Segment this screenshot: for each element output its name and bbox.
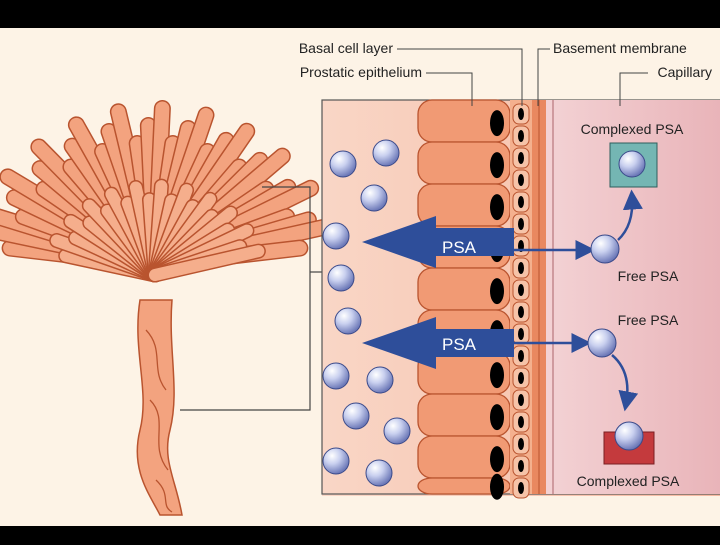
basal-cells <box>512 103 530 499</box>
basal-cell-nucleus <box>518 328 524 340</box>
basal-cell-nucleus <box>518 262 524 274</box>
psa-molecule <box>360 184 388 212</box>
label-free-psa-top: Free PSA <box>618 268 679 284</box>
cell-nucleus <box>490 110 504 137</box>
basal-cell-nucleus <box>518 372 524 384</box>
basal-cell-nucleus <box>518 174 524 186</box>
binding-arrow-top <box>617 189 643 241</box>
cell-nucleus <box>490 152 504 179</box>
epithelial-cells <box>417 99 511 500</box>
cell-nucleus <box>490 446 504 473</box>
basal-cell-nucleus <box>518 218 524 230</box>
cell-nucleus <box>490 473 504 500</box>
gland-stalk-twist <box>145 329 173 513</box>
cell-nucleus <box>490 362 504 389</box>
prostate-gland-illustration <box>0 99 339 516</box>
psa-molecule <box>322 362 350 390</box>
cell-nucleus <box>490 278 504 305</box>
leader-capillary <box>619 72 648 106</box>
psa-molecule <box>334 307 362 335</box>
label-basal-cell-layer: Basal cell layer <box>299 40 393 56</box>
leader-basal-cell-layer <box>397 48 523 106</box>
basal-cell-nucleus <box>518 438 524 450</box>
complexed-psa-bottom-molecule <box>614 421 644 451</box>
basal-cell-nucleus <box>518 394 524 406</box>
basal-cell-nucleus <box>518 350 524 362</box>
label-complexed-psa-top: Complexed PSA <box>581 121 684 137</box>
psa-molecule <box>383 417 411 445</box>
free-psa-bottom-molecule <box>587 328 617 358</box>
gland-stalk <box>136 299 183 516</box>
gland-inner-lobe <box>149 245 265 281</box>
psa-molecules-lumen <box>322 139 411 487</box>
free-psa-top-molecule <box>590 234 620 264</box>
label-basement-membrane: Basement membrane <box>553 40 687 56</box>
psa-molecule <box>322 447 350 475</box>
psa-arrow-top: PSA <box>362 216 514 268</box>
leader-prostatic-epithelium <box>426 72 473 106</box>
complexed-psa-top-molecule <box>618 150 646 178</box>
basal-cell-nucleus <box>518 306 524 318</box>
basal-cell-nucleus <box>518 152 524 164</box>
basal-cell-nucleus <box>518 196 524 208</box>
cell-nucleus <box>490 194 504 221</box>
binding-arrow-bottom <box>611 354 639 412</box>
basal-cell-nucleus <box>518 460 524 472</box>
psa-molecule <box>329 150 357 178</box>
label-capillary: Capillary <box>658 64 712 80</box>
psa-arrow-bottom-label: PSA <box>442 335 477 354</box>
label-complexed-psa-bottom: Complexed PSA <box>577 473 680 489</box>
gland-bracket <box>180 186 311 411</box>
label-prostatic-epithelium: Prostatic epithelium <box>300 64 422 80</box>
basal-cell-nucleus <box>518 416 524 428</box>
cell-nucleus <box>490 404 504 431</box>
psa-molecule <box>372 139 400 167</box>
psa-molecule <box>327 264 355 292</box>
label-free-psa-bottom: Free PSA <box>618 312 679 328</box>
psa-molecule <box>365 459 393 487</box>
psa-molecule <box>342 402 370 430</box>
basal-cell-nucleus <box>518 130 524 142</box>
basal-cell-nucleus <box>518 482 524 494</box>
basal-cell-nucleus <box>518 108 524 120</box>
leader-basement-membrane <box>537 48 550 106</box>
basal-cell-nucleus <box>518 284 524 296</box>
psa-arrow-bottom: PSA <box>362 317 514 369</box>
psa-molecule <box>366 366 394 394</box>
psa-arrow-top-label: PSA <box>442 238 477 257</box>
psa-molecule <box>322 222 350 250</box>
